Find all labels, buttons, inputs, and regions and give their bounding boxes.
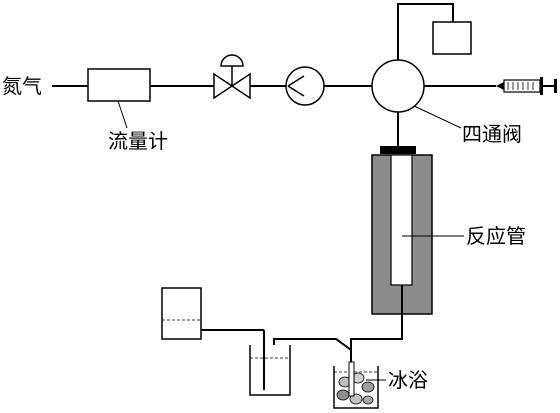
reaction-tube-label: 反应管 xyxy=(466,224,526,248)
reaction-tube xyxy=(390,154,413,286)
four-way-valve-label: 四通阀 xyxy=(462,122,522,146)
middle-beaker xyxy=(249,330,291,396)
syringe-icon xyxy=(496,77,557,95)
flowmeter-box xyxy=(87,68,151,102)
top-container xyxy=(432,21,472,55)
flowmeter-leader xyxy=(117,100,128,129)
line-to-top-container xyxy=(397,3,454,60)
shutoff-valve xyxy=(213,54,251,100)
check-valve xyxy=(285,66,325,106)
left-reservoir xyxy=(161,287,202,340)
tube-cap xyxy=(380,146,416,154)
nitrogen-label: 氮气 xyxy=(2,74,42,98)
ice-bath-beaker xyxy=(333,361,379,409)
fourway-leader xyxy=(413,105,462,129)
four-way-valve xyxy=(371,59,425,113)
flowmeter-label: 流量计 xyxy=(108,129,168,153)
ice-bath-label: 冰浴 xyxy=(388,368,428,392)
